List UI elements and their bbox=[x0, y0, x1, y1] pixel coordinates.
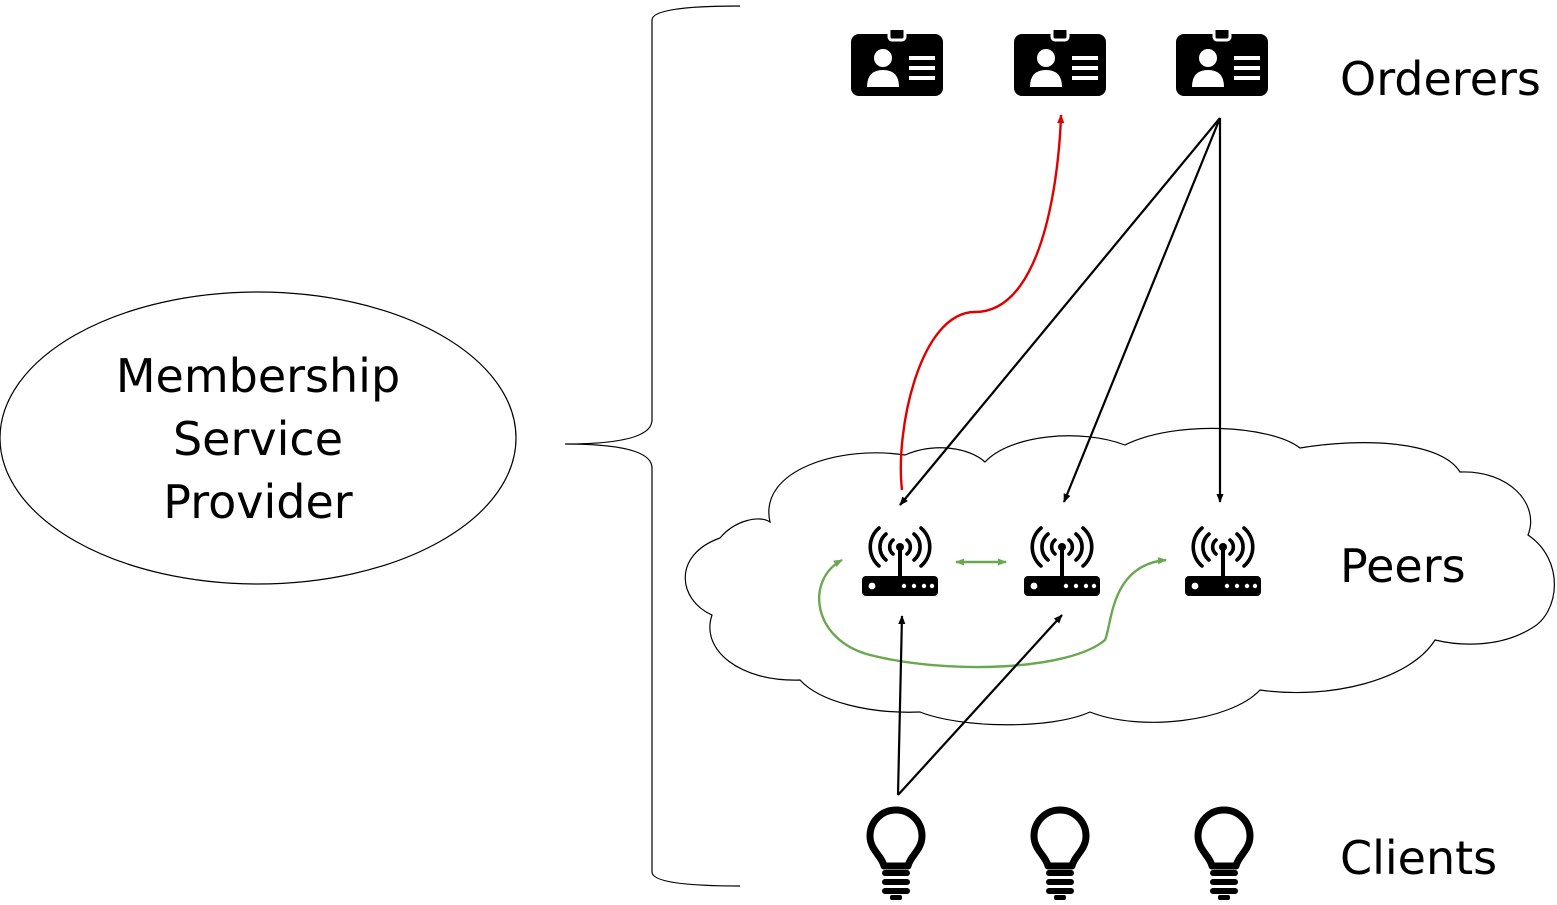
gossip-arrow-peer1-peer3 bbox=[818, 557, 1167, 669]
orderers-label: Orderers bbox=[1340, 52, 1541, 106]
client-1-lightbulb-icon bbox=[870, 810, 922, 900]
peers-label: Peers bbox=[1340, 539, 1466, 593]
clients-label: Clients bbox=[1340, 831, 1497, 885]
orderer-delivery-arrows bbox=[899, 117, 1224, 506]
orderer-1-id-badge-icon bbox=[851, 30, 943, 98]
delivery-arrow-to-peer-1 bbox=[899, 117, 1221, 506]
delivery-arrow-to-peer-2 bbox=[1062, 117, 1222, 503]
orderer-3-id-badge-icon bbox=[1176, 30, 1268, 98]
msp-label-line1: Membership bbox=[116, 349, 400, 403]
client-arrow-to-peer-1 bbox=[896, 615, 906, 796]
orderer-2-id-badge-icon bbox=[1014, 30, 1106, 98]
client-arrow-to-peer-2 bbox=[897, 614, 1063, 796]
client-group bbox=[870, 810, 1250, 900]
gossip-arrows bbox=[818, 557, 1167, 669]
msp-ellipse bbox=[0, 291, 517, 585]
curly-brace bbox=[564, 5, 741, 887]
client-3-lightbulb-icon bbox=[1198, 810, 1250, 900]
orderer-group bbox=[851, 30, 1268, 98]
client-2-lightbulb-icon bbox=[1034, 810, 1086, 900]
msp-label-line3: Provider bbox=[163, 475, 352, 529]
msp-label-line2: Service bbox=[173, 412, 343, 466]
client-request-arrows bbox=[896, 614, 1063, 796]
msp-node: Membership Service Provider bbox=[0, 291, 517, 585]
submit-arrow-red bbox=[899, 114, 1065, 491]
